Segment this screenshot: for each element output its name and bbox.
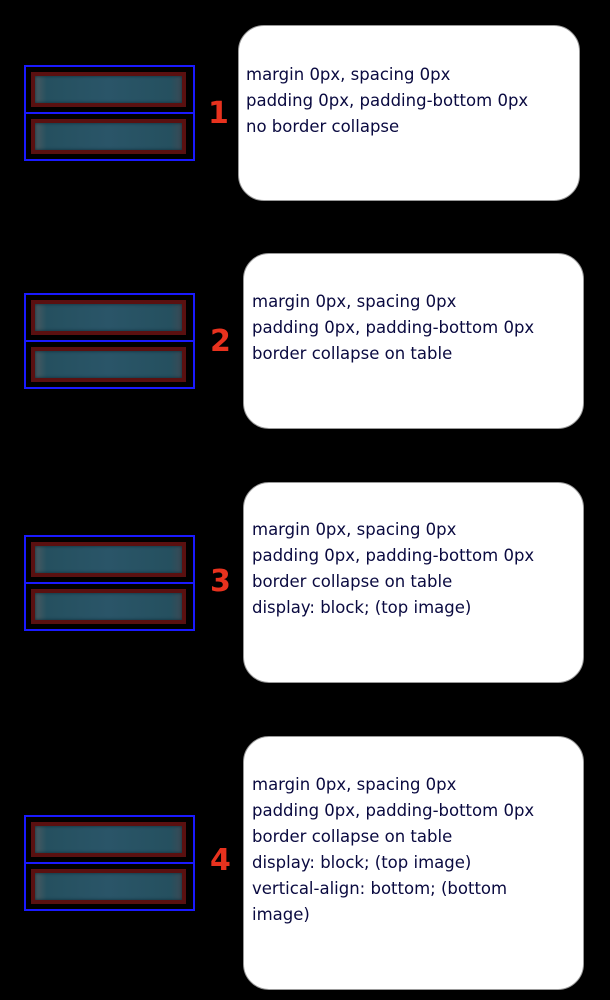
description-line: padding 0px, padding-bottom 0px	[252, 801, 535, 820]
description-bubble	[243, 253, 584, 429]
example-number: 3	[210, 564, 231, 599]
description-bubble	[238, 25, 580, 201]
button-image	[31, 300, 186, 335]
button-image	[31, 347, 186, 382]
description-line: padding 0px, padding-bottom 0px	[252, 318, 535, 337]
description-text: margin 0px, spacing 0px padding 0px, pad…	[252, 772, 534, 928]
table-cell	[26, 862, 193, 909]
description-line: border collapse on table	[252, 827, 453, 846]
description-line: display: block; (top image)	[252, 598, 472, 617]
description-line: margin 0px, spacing 0px	[252, 775, 457, 794]
table-cell	[26, 582, 193, 629]
button-image	[31, 119, 186, 154]
description-line: padding 0px, padding-bottom 0px	[246, 91, 529, 110]
button-image	[31, 822, 186, 857]
button-image	[31, 72, 186, 107]
table-cell	[26, 112, 193, 159]
description-line: padding 0px, padding-bottom 0px	[252, 546, 535, 565]
description-line: vertical-align: bottom; (bottom	[252, 879, 508, 898]
example-number: 2	[210, 324, 231, 359]
example-table-2	[24, 293, 195, 389]
button-image	[31, 589, 186, 624]
example-table-1	[24, 65, 195, 161]
example-table-3	[24, 535, 195, 631]
description-line: margin 0px, spacing 0px	[246, 65, 451, 84]
example-table-4	[24, 815, 195, 911]
description-bubble	[243, 736, 584, 990]
description-line: display: block; (top image)	[252, 853, 472, 872]
button-image	[31, 542, 186, 577]
description-line: no border collapse	[246, 117, 400, 136]
table-cell	[26, 817, 193, 862]
example-number: 1	[208, 96, 229, 131]
description-line: border collapse on table	[252, 344, 453, 363]
description-line: margin 0px, spacing 0px	[252, 292, 457, 311]
example-number: 4	[210, 843, 231, 878]
description-text: margin 0px, spacing 0px padding 0px, pad…	[246, 62, 528, 140]
table-cell	[26, 295, 193, 340]
description-text: margin 0px, spacing 0px padding 0px, pad…	[252, 517, 534, 621]
description-line: image)	[252, 905, 310, 924]
table-cell	[26, 537, 193, 582]
description-bubble	[243, 482, 584, 683]
description-text: margin 0px, spacing 0px padding 0px, pad…	[252, 289, 534, 367]
description-line: border collapse on table	[252, 572, 453, 591]
table-cell	[26, 67, 193, 112]
button-image	[31, 869, 186, 904]
table-cell	[26, 340, 193, 387]
description-line: margin 0px, spacing 0px	[252, 520, 457, 539]
